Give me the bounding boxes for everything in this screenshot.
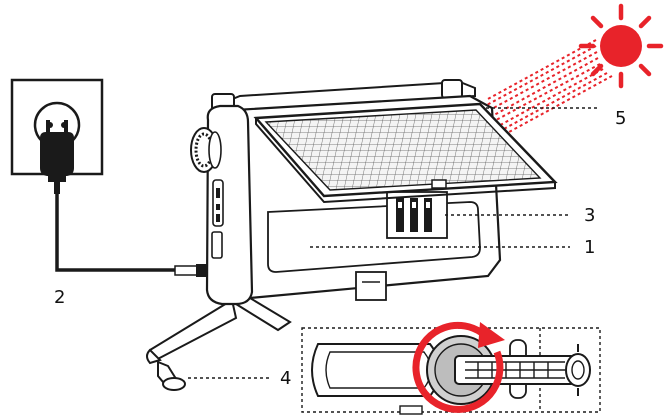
callout-3: 3: [584, 205, 596, 226]
sun-icon: [578, 3, 664, 89]
tuning-knob: [190, 127, 222, 173]
solar-panel-icon: [253, 102, 558, 204]
stand-legs: [146, 296, 292, 391]
callout-4: 4: [280, 368, 292, 389]
power-cable: [55, 194, 188, 272]
callout-1: 1: [584, 237, 596, 258]
hand-crank-icon: [301, 327, 601, 415]
callout-5: 5: [615, 108, 627, 129]
rotation-arrow-icon: [412, 321, 505, 413]
leader-lines: [188, 107, 600, 379]
callout-2: 2: [54, 287, 66, 308]
power-plug-icon: [40, 120, 74, 194]
